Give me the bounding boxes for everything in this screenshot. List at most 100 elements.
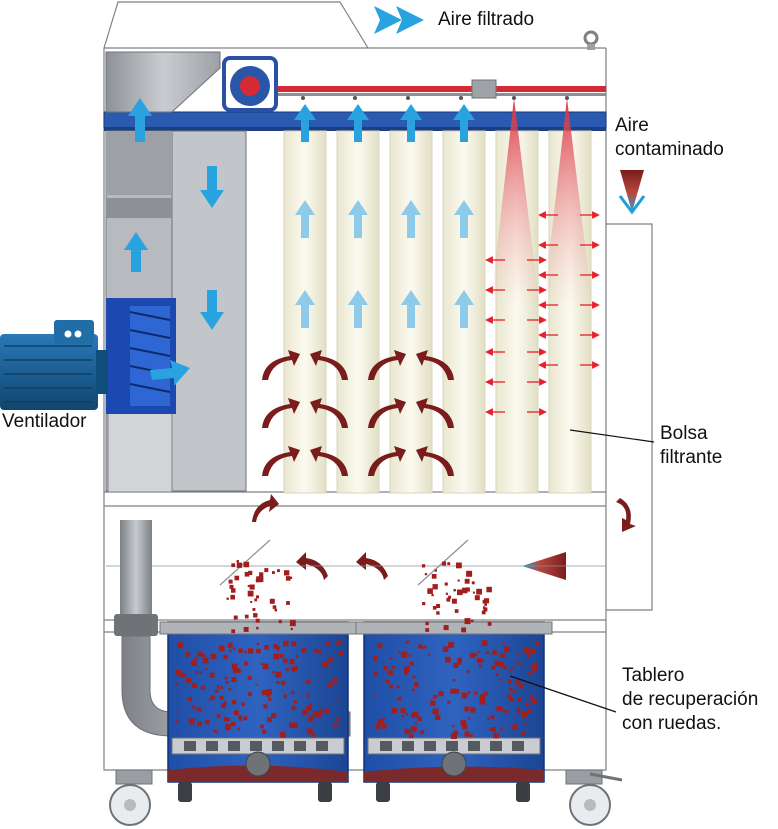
fan-motor	[0, 320, 108, 410]
dust-particle	[486, 651, 489, 654]
dust-particle	[477, 651, 479, 653]
dust-particle	[260, 725, 264, 729]
dust-particle	[512, 724, 518, 730]
dust-particle	[511, 667, 514, 670]
filter-bag-label-line2: filtrante	[660, 446, 722, 469]
dust-particle	[250, 585, 255, 590]
dust-particle	[376, 724, 381, 729]
dust-particle	[293, 723, 298, 728]
filter-bag-label-line1: Bolsa	[660, 422, 708, 445]
dust-particle	[263, 704, 267, 708]
dust-particle	[217, 687, 219, 689]
dust-particle	[231, 588, 236, 593]
dust-particle	[308, 716, 313, 721]
dust-particle	[318, 650, 322, 654]
dust-particle	[389, 684, 393, 688]
dust-particle	[472, 581, 475, 584]
dust-particle	[286, 576, 291, 581]
dust-particle	[231, 563, 235, 567]
dust-particle	[283, 641, 289, 647]
dust-particle	[486, 587, 492, 593]
dust-particle	[242, 703, 245, 706]
dust-particle	[194, 657, 197, 660]
dust-particle	[191, 660, 197, 666]
dust-particle	[501, 728, 503, 730]
dust-particle	[226, 728, 229, 731]
dust-particle	[411, 726, 417, 732]
dust-particle	[255, 684, 257, 686]
dust-particle	[322, 662, 328, 668]
dust-particle	[517, 698, 521, 702]
dust-particle	[262, 730, 266, 734]
dust-particle	[397, 685, 400, 688]
dust-particle	[248, 591, 254, 597]
dust-particle	[435, 715, 440, 720]
dust-particle	[415, 722, 417, 724]
dust-particle	[292, 706, 296, 710]
dust-particle	[277, 569, 280, 572]
recovery-bin-label-line1: Tablero	[622, 664, 684, 687]
dust-particle	[373, 658, 377, 662]
dust-particle	[464, 707, 469, 712]
dust-particle	[336, 717, 339, 720]
dust-particle	[280, 732, 286, 738]
dust-particle	[281, 681, 285, 685]
dust-particle	[374, 672, 378, 676]
dust-particle	[231, 629, 235, 633]
dust-particle	[239, 719, 242, 722]
dust-particle	[401, 652, 407, 658]
double-arrow-right-icon	[374, 6, 424, 34]
dust-particle	[430, 701, 435, 706]
dust-particle	[244, 661, 248, 665]
dust-particle	[529, 671, 533, 675]
dust-particle	[482, 660, 484, 662]
dust-particle	[243, 716, 247, 720]
dust-particle	[192, 705, 195, 708]
dust-particle	[197, 707, 201, 711]
dust-particle	[453, 731, 458, 736]
dust-particle	[217, 685, 220, 688]
contaminated-air-label-line1: Aire	[615, 114, 649, 137]
dust-particle	[234, 616, 238, 620]
dust-particle	[264, 645, 269, 650]
dust-particle	[313, 711, 318, 716]
dust-particle	[373, 695, 375, 697]
dust-particle	[420, 730, 424, 734]
dust-particle	[382, 718, 384, 720]
dust-particle	[470, 734, 473, 737]
dust-particle	[201, 686, 205, 690]
dust-particle	[305, 681, 307, 683]
dust-particle	[495, 661, 500, 666]
dust-particle	[491, 715, 495, 719]
dust-particle	[475, 595, 480, 600]
dust-particle	[328, 658, 333, 663]
dust-particle	[229, 688, 232, 691]
dust-particle	[192, 683, 197, 688]
dust-particle	[219, 646, 225, 652]
dust-particle	[264, 568, 268, 572]
dust-particle	[480, 694, 485, 699]
dust-particle	[270, 599, 275, 604]
dust-particle	[462, 724, 467, 729]
dust-particle	[488, 622, 492, 626]
dust-particle	[177, 642, 183, 648]
dust-particle	[436, 604, 440, 608]
dust-particle	[253, 608, 256, 611]
dust-particle	[473, 592, 475, 594]
dust-particle	[237, 728, 240, 731]
dust-particle	[447, 701, 450, 704]
dust-particle	[453, 663, 458, 668]
dust-particle	[500, 653, 505, 658]
dust-particle	[237, 563, 242, 568]
dust-particle	[310, 704, 313, 707]
dust-particle	[386, 680, 390, 684]
dust-particle	[227, 598, 229, 600]
dust-particle	[471, 620, 474, 623]
dust-particle	[296, 655, 298, 657]
dust-particle	[337, 641, 342, 646]
dust-particle	[476, 589, 482, 595]
dust-particle	[452, 599, 457, 604]
dust-particle	[195, 671, 198, 674]
dust-particle	[237, 560, 240, 563]
fan-wheel	[106, 298, 176, 414]
